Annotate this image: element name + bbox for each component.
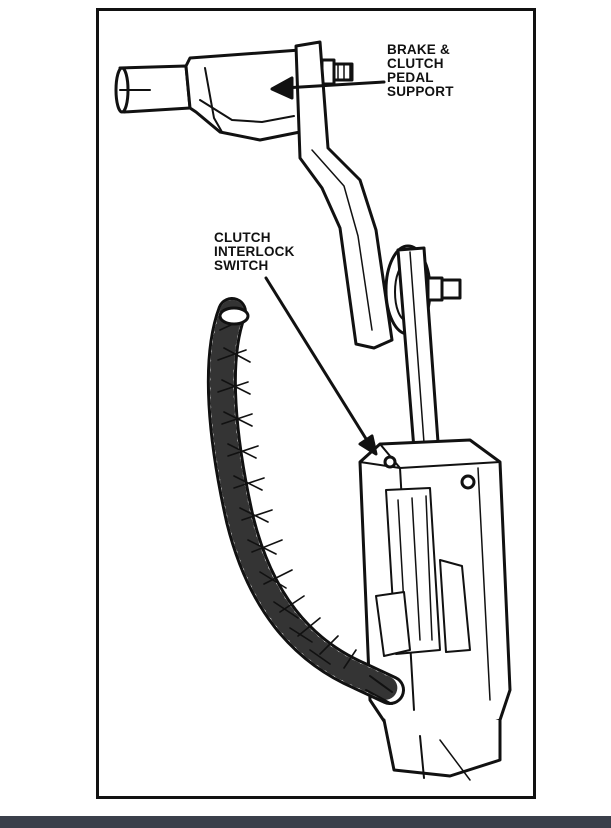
callout-line: PEDAL xyxy=(387,70,434,85)
callout-line: SWITCH xyxy=(214,258,269,273)
pedal-support-bracket xyxy=(114,44,324,142)
callout-line: CLUTCH xyxy=(214,230,271,245)
wiring-harness xyxy=(206,297,405,705)
callout-line: SUPPORT xyxy=(387,84,454,99)
brake-clutch-pedal-support-label: BRAKE & CLUTCH PEDAL SUPPORT xyxy=(387,43,454,99)
switch-body xyxy=(358,438,512,781)
callout-line: CLUTCH xyxy=(387,56,444,71)
callout-line: BRAKE & xyxy=(387,42,450,57)
pedal-support-arrow xyxy=(270,76,386,100)
clutch-pedal-arm xyxy=(294,40,394,350)
bracket-bolt xyxy=(320,58,354,86)
bottom-bar xyxy=(0,816,611,828)
callout-line: INTERLOCK xyxy=(214,244,295,259)
clutch-interlock-switch-label: CLUTCH INTERLOCK SWITCH xyxy=(214,231,295,273)
interlock-switch-arrow xyxy=(264,276,378,456)
